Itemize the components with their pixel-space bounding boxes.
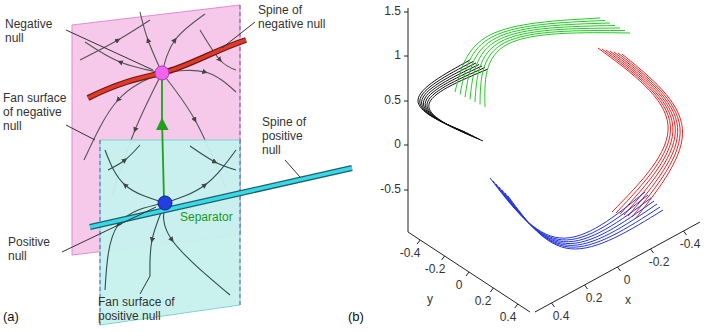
tick-mark [404,190,408,191]
separator-line [162,120,164,200]
tick-mark [466,272,469,276]
separator-label: Separator [180,211,233,225]
tick-label: -0.5 [380,183,401,197]
panel-label: (a) [3,310,19,325]
tick-label: 0.5 [384,94,401,108]
field-line-blue [493,181,648,240]
tick-mark [490,288,493,292]
spine-positive-outline [90,168,352,227]
tick-mark [404,56,408,57]
field-line-blue [508,196,663,249]
field-line-green [480,30,625,104]
plane-edge [240,140,241,305]
spine-negative [88,40,246,98]
x-axis [535,222,700,312]
leader-line [62,207,156,252]
leader-line [66,30,153,70]
spine-positive [90,168,352,227]
tick-label: -0.4 [680,238,701,252]
field-line [162,70,236,92]
black-lines [418,60,488,141]
tick-label: 0.4 [500,311,517,325]
field-line-green [470,26,615,100]
field-line [108,145,140,170]
tick-label: -0.2 [649,256,670,270]
spine-label: Spine of positive null [262,116,320,157]
green-lines [455,18,630,107]
field-line [105,150,165,203]
fan-surface-label: Fan surface of positive null [98,296,190,324]
leader-line [285,160,300,177]
spine-negative-outline [88,40,246,98]
field-line [80,20,150,60]
z-axis [408,8,409,232]
tick-mark [585,285,588,289]
tick-mark [618,267,621,271]
tick-mark [404,101,408,102]
fan-surface-label: Fan surface of negative null [3,92,69,133]
tick-mark [515,304,518,308]
tick-label: 0.2 [586,292,603,306]
tick-label: -0.4 [400,247,421,261]
field-line [190,146,236,170]
tick-label: 0 [456,279,463,293]
field-line-blue [490,178,645,238]
tick-label: 0.2 [475,295,492,309]
spine-label: Spine of negative null [258,4,342,32]
leader-line [140,276,150,294]
axis-ticks [404,12,687,308]
axis-label: y [427,293,433,307]
tick-label: 0 [624,274,631,288]
field-line-plot [418,18,683,249]
field-line [140,12,162,73]
axis-label: x [625,294,631,308]
field-line-green [460,21,605,95]
field-line-green [485,33,630,107]
tick-label: 0.4 [553,310,570,324]
tick-mark [442,256,445,260]
separator-line [161,78,163,122]
positive-null [158,196,172,210]
tick-label: 1.5 [384,5,401,19]
y-axis [408,232,530,312]
leader-line [222,22,255,48]
tick-mark [404,12,408,13]
red-lines [598,48,683,218]
null-label: Negative null [5,18,65,46]
tick-label: -0.2 [425,263,446,277]
tick-label: 1 [394,49,401,63]
field-line-red [622,54,683,218]
field-line-black [423,65,479,137]
panel-label: (b) [348,310,364,325]
null-label: Positive null [8,236,64,264]
blue-lines [490,178,663,249]
field-line-blue [505,193,660,247]
field-line-green [475,28,620,102]
tick-mark [552,303,555,307]
tick-mark [651,249,654,253]
leader-line [66,125,95,140]
field-line-black [418,60,470,132]
negative-null [155,66,169,80]
tick-mark [404,145,408,146]
tick-label: 0 [394,138,401,152]
tick-mark [417,240,420,244]
tick-mark [684,231,687,235]
